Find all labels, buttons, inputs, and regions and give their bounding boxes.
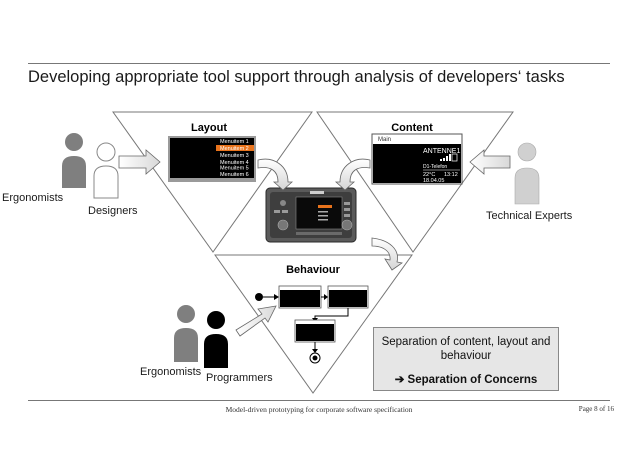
programmers-arrow <box>235 305 277 337</box>
technical-experts-label: Technical Experts <box>486 210 573 222</box>
top-divider <box>28 63 610 64</box>
layout-title: Layout <box>191 122 227 134</box>
designers-arrow <box>118 149 161 175</box>
content-title: Content <box>391 122 433 134</box>
layout-menu-item: Menuitem 2 <box>220 146 249 152</box>
content-screen-header: Main <box>378 137 391 143</box>
summary-conclusion: ➔ Separation of Concerns <box>394 374 538 386</box>
date-label: 18.04.05 <box>423 178 444 184</box>
ergonomist-figure-bottom <box>174 305 198 362</box>
temperature-label: 22°C <box>423 172 435 178</box>
content-screen: Main ANTENNE1 D1-Telefon 22°C 13:12 18.0… <box>371 133 463 185</box>
ergonomists-label-left: Ergonomists <box>2 192 64 204</box>
footer-text: Model-driven prototyping for corporate s… <box>225 405 413 414</box>
state-diagram <box>255 285 369 364</box>
content-to-device-arrow <box>334 158 371 191</box>
summary-box: Separation of content, layout and behavi… <box>373 327 559 391</box>
page-number: Page 8 of 16 <box>578 405 614 413</box>
layout-menu-item: Menuitem 1 <box>220 139 249 145</box>
initial-state-node <box>255 293 263 301</box>
ergonomists-label-bottom: Ergonomists <box>140 366 202 378</box>
layout-screen: Menuitem 1 Menuitem 2 Menuitem 3 Menuite… <box>168 136 256 182</box>
bottom-divider <box>28 400 610 401</box>
phone-label: D1-Telefon <box>423 164 447 170</box>
technical-expert-figure <box>514 142 540 205</box>
designer-figure <box>93 142 119 199</box>
layout-menu-item: Menuitem 3 <box>220 153 249 159</box>
technical-experts-arrow <box>469 149 511 175</box>
layout-to-device-arrow <box>257 158 294 191</box>
behaviour-to-device-arrow <box>371 237 403 271</box>
station-label: ANTENNE1 <box>423 148 460 155</box>
summary-text: Separation of content, layout and behavi… <box>381 336 551 362</box>
layout-menu-item: Menuitem 4 <box>220 160 249 166</box>
car-radio-device <box>265 187 357 243</box>
layout-menu-item: Menuitem 6 <box>220 172 249 178</box>
page-title: Developing appropriate tool support thro… <box>28 68 565 86</box>
designers-label: Designers <box>88 205 138 217</box>
programmer-figure <box>204 311 228 368</box>
layout-menu-highlight <box>216 145 254 151</box>
ergonomist-figure-left <box>62 133 86 188</box>
time-label: 13:12 <box>444 172 458 178</box>
layout-menu-item: Menuitem 5 <box>220 166 249 172</box>
programmers-label: Programmers <box>206 372 273 384</box>
behaviour-title: Behaviour <box>286 264 341 276</box>
